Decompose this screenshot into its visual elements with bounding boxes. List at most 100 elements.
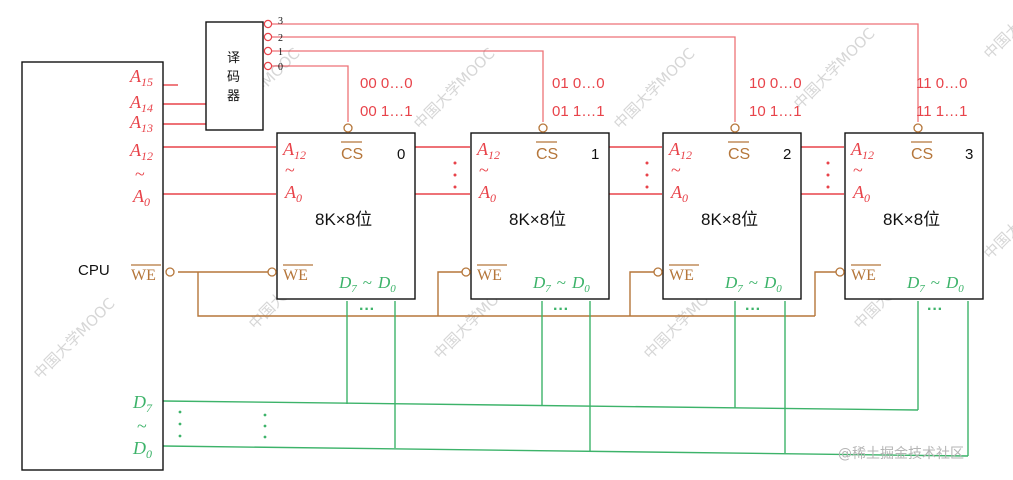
chip-data-ellipsis: ··· — [359, 301, 375, 318]
chip-data-ellipsis: ··· — [553, 301, 569, 318]
chip-we-bubble — [267, 267, 277, 277]
decoder-line-2 — [272, 36, 736, 122]
cpu-we-label: WE — [131, 267, 156, 284]
watermark-diagonal-text: 中国大学MOOC — [790, 24, 878, 112]
chip-data-label: D7~D0 — [338, 273, 396, 295]
chip-addr-tilde: ~ — [671, 160, 681, 180]
chip-cs-bubble — [343, 123, 353, 133]
chip-capacity: 8K×8位 — [315, 210, 372, 229]
chip-range-start: 11 0…0 — [916, 75, 967, 92]
decoder-line-1 — [272, 50, 544, 122]
decoder-output-numbers: 3 2 1 0 — [278, 16, 283, 73]
chip-capacity: 8K×8位 — [509, 210, 566, 229]
chip-addr-a12: A12 — [282, 139, 306, 162]
watermark-corner-text: @稀土掘金技术社区 — [838, 446, 964, 462]
chip-box — [662, 132, 802, 300]
chip-we-label: WE — [283, 267, 308, 284]
address-vdot — [453, 185, 457, 189]
cpu-address-labels: A15 A14 A13 A12 ~ A0 — [129, 66, 153, 209]
chip-range-start: 00 0…0 — [360, 75, 413, 92]
chip-addr-a0: A0 — [284, 182, 302, 205]
address-vdot — [826, 161, 830, 165]
chip-we-label: WE — [477, 267, 502, 284]
svg-text:0: 0 — [278, 62, 283, 73]
cpu-addr-a0: A0 — [132, 186, 150, 209]
chip-cs-bubble — [913, 123, 923, 133]
cpu-addr-tilde: ~ — [135, 164, 145, 184]
chip-index: 0 — [397, 146, 405, 163]
chip-addr-tilde: ~ — [285, 160, 295, 180]
cpu-data-d0: D0 — [132, 438, 152, 461]
cpu-box — [21, 61, 164, 471]
high-address-wires — [163, 84, 206, 125]
watermark-diagonal-text: 中国大学MOOC — [410, 44, 498, 132]
watermark-diagonal-text: 中国大学MOOC — [980, 0, 1013, 63]
chip-cs-label: CS — [536, 146, 558, 163]
chip-addr-tilde: ~ — [479, 160, 489, 180]
watermark-diagonal-text: 中国大学MOOC — [980, 174, 1013, 262]
chip-data-label: D7~D0 — [532, 273, 590, 295]
chip-cs-bubble — [538, 123, 548, 133]
chip-range-end: 01 1…1 — [552, 103, 605, 120]
chip-addr-a0: A0 — [670, 182, 688, 205]
cpu-label: CPU — [78, 262, 110, 279]
chip-addr-a12: A12 — [476, 139, 500, 162]
chip-box — [844, 132, 984, 300]
chip-cs-label: CS — [728, 146, 750, 163]
address-vdot — [453, 161, 457, 165]
memory-chip-0: 00 0…0 00 1…1CS 0 A12~A0 8K×8位 WE D7~D0 ··· — [267, 75, 457, 318]
chip-cs-bubble — [730, 123, 740, 133]
cpu-addr-a13: A13 — [129, 112, 153, 135]
chip-we-bubble — [653, 267, 663, 277]
chip-range-start: 10 0…0 — [749, 75, 802, 92]
svg-text:译: 译 — [227, 50, 240, 65]
chip-addr-a0: A0 — [852, 182, 870, 205]
chip-cs-label: CS — [341, 146, 363, 163]
chip-addr-tilde: ~ — [853, 160, 863, 180]
decoder-label: 译 码 器 — [227, 50, 240, 103]
svg-text:器: 器 — [227, 88, 240, 103]
chip-data-ellipsis: ··· — [745, 301, 761, 318]
cpu-addr-a12: A12 — [129, 140, 153, 163]
chip-capacity: 8K×8位 — [883, 210, 940, 229]
address-vdot — [453, 173, 457, 177]
chip-index: 3 — [965, 146, 973, 163]
svg-text:1: 1 — [278, 47, 283, 58]
chip-range-end: 10 1…1 — [749, 103, 802, 120]
cpu-addr-a14: A14 — [129, 92, 153, 115]
cpu-data-d7: D7 — [132, 392, 153, 415]
chip-range-end: 00 1…1 — [360, 103, 413, 120]
chip-we-bubble — [835, 267, 845, 277]
watermark-diagonal-text: 中国大学MOOC — [610, 44, 698, 132]
address-vdot — [645, 173, 649, 177]
chip-index: 1 — [591, 146, 599, 163]
cpu-data-vdots — [178, 410, 267, 439]
data-bus-wires — [162, 301, 969, 457]
chip-we-label: WE — [669, 267, 694, 284]
chip-we-bubble — [461, 267, 471, 277]
svg-text:2: 2 — [278, 33, 283, 44]
decoder-output-bubbles — [263, 19, 273, 71]
memory-chip-1: 01 0…0 01 1…1CS 1 A12~A0 8K×8位 WE D7~D0 ··· — [461, 75, 649, 318]
chip-range-start: 01 0…0 — [552, 75, 605, 92]
low-address-wires — [163, 146, 844, 195]
cpu-addr-a15: A15 — [129, 66, 153, 89]
chip-box — [276, 132, 416, 300]
decoder-box — [205, 21, 264, 131]
chip-range-end: 11 1…1 — [916, 103, 967, 120]
watermark-diagonal-text: 中国大学MOOC — [30, 294, 118, 382]
cpu-data-labels: D7 ~ D0 — [132, 392, 153, 461]
chip-addr-a0: A0 — [478, 182, 496, 205]
decoder-output-wires — [272, 23, 919, 122]
chip-index: 2 — [783, 146, 791, 163]
chip-box — [470, 132, 610, 300]
address-vdot — [826, 173, 830, 177]
cpu-data-tilde: ~ — [137, 416, 147, 436]
cpu-we-bubble — [165, 267, 175, 277]
chip-cs-label: CS — [911, 146, 933, 163]
decoder-line-3 — [272, 23, 919, 122]
